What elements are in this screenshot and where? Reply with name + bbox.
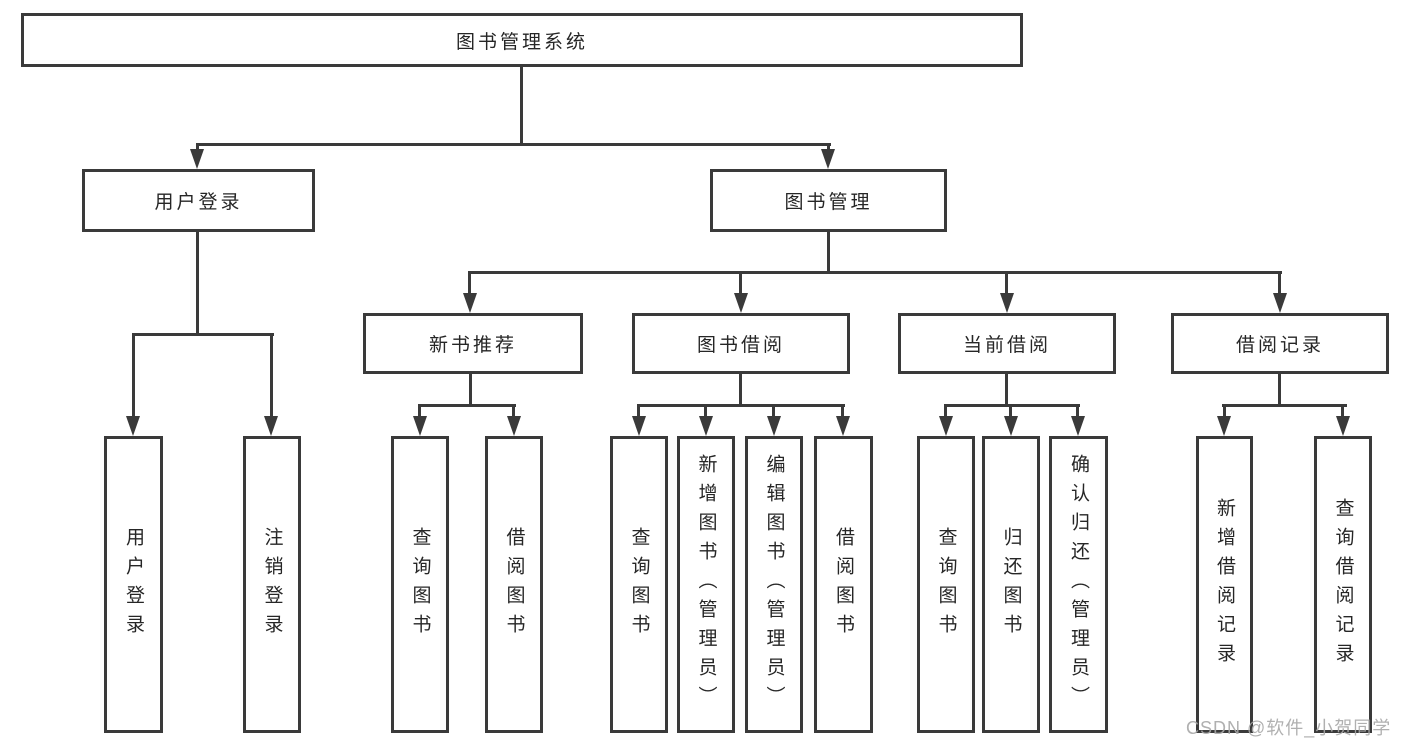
connector-vline [418, 404, 421, 418]
connector-vline [1278, 374, 1281, 406]
leaf-query-borrow-record: 查询借阅记录 [1314, 436, 1372, 733]
connector-vline [772, 404, 775, 418]
arrow-down-icon [632, 416, 646, 436]
connector-vline [1005, 374, 1008, 406]
leaf-user-login-label: 用户登录 [123, 526, 144, 643]
node-new-book-recommend-label: 新书推荐 [428, 335, 517, 356]
connector-vline [469, 374, 472, 406]
node-current-borrowing: 当前借阅 [898, 313, 1116, 374]
node-current-borrowing-label: 当前借阅 [962, 335, 1051, 356]
arrow-down-icon [821, 149, 835, 169]
arrow-down-icon [1273, 293, 1287, 313]
leaf-add-borrow-record: 新增借阅记录 [1196, 436, 1253, 733]
arrow-down-icon [939, 416, 953, 436]
connector-vline [704, 404, 707, 418]
arrow-down-icon [836, 416, 850, 436]
arrow-down-icon [463, 293, 477, 313]
connector-vline [196, 143, 199, 151]
leaf-confirm-return-admin: 确认归还（管理员） [1049, 436, 1108, 733]
node-borrow-records: 借阅记录 [1171, 313, 1389, 374]
leaf-borrow-books-recommend: 借阅图书 [485, 436, 543, 733]
leaf-query-books-borrow-label: 查询图书 [628, 526, 650, 643]
connector-vline [132, 333, 135, 418]
connector-vline [739, 374, 742, 406]
leaf-borrow-books-borrow-label: 借阅图书 [833, 526, 854, 643]
connector-vline [1341, 404, 1344, 418]
branch-book-management-label: 图书管理 [784, 192, 873, 213]
connector-vline [270, 333, 273, 418]
connector-vline [1223, 404, 1226, 418]
arrow-down-icon [126, 416, 140, 436]
leaf-query-books-recommend: 查询图书 [391, 436, 449, 733]
arrow-down-icon [264, 416, 278, 436]
connector-vline [520, 67, 523, 145]
arrow-down-icon [413, 416, 427, 436]
connector-hline [418, 404, 516, 407]
node-book-borrowing-label: 图书借阅 [696, 335, 785, 356]
connector-vline [468, 271, 471, 295]
arrow-down-icon [1071, 416, 1085, 436]
connector-vline [1005, 271, 1008, 295]
leaf-confirm-return-admin-label: 确认归还（管理员） [1068, 454, 1089, 715]
connector-vline [827, 143, 830, 151]
leaf-user-login: 用户登录 [104, 436, 163, 733]
connector-hline [196, 143, 831, 146]
branch-user-login-label: 用户登录 [154, 192, 243, 213]
leaf-add-borrow-record-label: 新增借阅记录 [1214, 497, 1235, 672]
node-library-system: 图书管理系统 [21, 13, 1023, 67]
arrow-down-icon [1004, 416, 1018, 436]
connector-hline [132, 333, 274, 336]
leaf-logout-label: 注销登录 [261, 526, 283, 643]
arrow-down-icon [734, 293, 748, 313]
connector-vline [827, 232, 830, 273]
leaf-query-books-current-label: 查询图书 [935, 526, 957, 643]
arrow-down-icon [1217, 416, 1231, 436]
leaf-add-book-admin: 新增图书（管理员） [677, 436, 735, 733]
connector-vline [512, 404, 515, 418]
connector-vline [1278, 271, 1281, 295]
arrow-down-icon [1000, 293, 1014, 313]
connector-hline [468, 271, 1282, 274]
arrow-down-icon [190, 149, 204, 169]
connector-vline [944, 404, 947, 418]
leaf-add-book-admin-label: 新增图书（管理员） [695, 454, 717, 715]
connector-vline [637, 404, 640, 418]
leaf-query-books-recommend-label: 查询图书 [409, 526, 431, 643]
connector-hline [637, 404, 845, 407]
leaf-borrow-books-recommend-label: 借阅图书 [503, 526, 525, 643]
leaf-return-books-label: 归还图书 [1000, 526, 1022, 643]
leaf-query-books-current: 查询图书 [917, 436, 975, 733]
connector-hline [1222, 404, 1347, 407]
leaf-query-books-borrow: 查询图书 [610, 436, 668, 733]
branch-book-management: 图书管理 [710, 169, 947, 232]
connector-hline [944, 404, 1080, 407]
connector-vline [841, 404, 844, 418]
arrow-down-icon [507, 416, 521, 436]
leaf-return-books: 归还图书 [982, 436, 1040, 733]
arrow-down-icon [699, 416, 713, 436]
node-borrow-records-label: 借阅记录 [1235, 335, 1324, 356]
leaf-query-borrow-record-label: 查询借阅记录 [1332, 497, 1354, 672]
leaf-edit-book-admin-label: 编辑图书（管理员） [763, 454, 785, 715]
connector-vline [1009, 404, 1012, 418]
branch-user-login: 用户登录 [82, 169, 315, 232]
node-new-book-recommend: 新书推荐 [363, 313, 583, 374]
connector-vline [1076, 404, 1079, 418]
arrow-down-icon [767, 416, 781, 436]
connector-vline [196, 232, 199, 335]
connector-vline [739, 271, 742, 295]
node-book-borrowing: 图书借阅 [632, 313, 850, 374]
csdn-watermark: CSDN @软件_小贺同学 [1186, 718, 1392, 738]
leaf-borrow-books-borrow: 借阅图书 [814, 436, 873, 733]
leaf-edit-book-admin: 编辑图书（管理员） [745, 436, 803, 733]
node-library-system-label: 图书管理系统 [455, 31, 588, 53]
arrow-down-icon [1336, 416, 1350, 436]
leaf-logout: 注销登录 [243, 436, 301, 733]
